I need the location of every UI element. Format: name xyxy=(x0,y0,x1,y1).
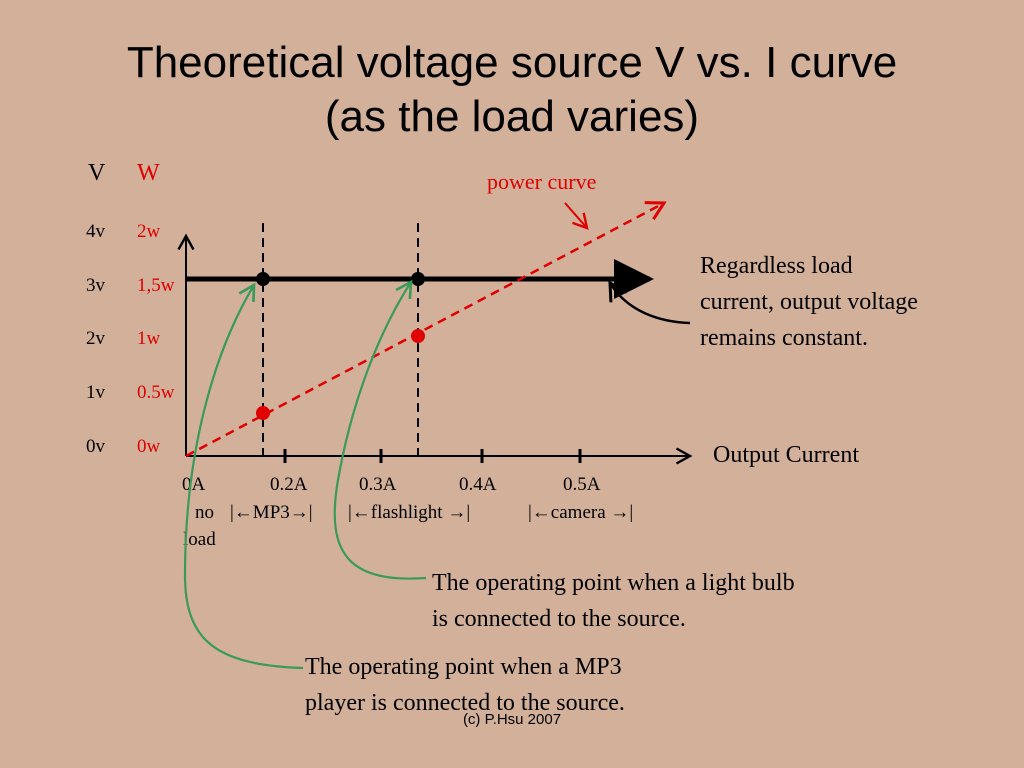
v-label-1: 1v xyxy=(86,382,106,403)
bulb-note-line-1: The operating point when a light bulb xyxy=(432,570,795,596)
v-axis-header: V xyxy=(88,160,106,186)
w-label-3: 1,5w xyxy=(137,275,175,296)
range-mp3: |←MP3→| xyxy=(230,502,313,523)
x-label-1: 0.2A xyxy=(270,474,308,495)
w-label-1: 0.5w xyxy=(137,382,175,403)
w-label-4: 2w xyxy=(137,221,161,242)
mp3-note-line-2: player is connected to the source. xyxy=(305,690,625,716)
voltage-note-line-2: current, output voltage xyxy=(700,289,918,315)
slide-title: Theoretical voltage source V vs. I curve… xyxy=(0,36,1024,144)
w-label-2: 1w xyxy=(137,328,161,349)
mp3-note-pointer xyxy=(183,282,304,670)
v-label-4: 4v xyxy=(86,221,106,242)
title-line-2: (as the load varies) xyxy=(324,92,700,141)
x-label-2: 0.3A xyxy=(359,474,397,495)
voltage-note-line-1: Regardless load xyxy=(700,253,853,279)
power-curve-label: power curve xyxy=(487,169,596,194)
x-label-0: 0A xyxy=(182,474,206,495)
mp3-power-point xyxy=(256,406,270,420)
w-label-0: 0w xyxy=(137,436,161,457)
bulb-power-point xyxy=(411,329,425,343)
bulb-note-line-2: is connected to the source. xyxy=(432,606,686,632)
voltage-note: Regardless load current, output voltage … xyxy=(700,253,924,351)
mp3-voltage-point xyxy=(256,272,270,286)
v-label-2: 2v xyxy=(86,328,106,349)
bulb-note: The operating point when a light bulb is… xyxy=(432,570,801,632)
w-axis-header: W xyxy=(137,160,160,186)
power-curve xyxy=(185,201,667,458)
mp3-note-line-1: The operating point when a MP3 xyxy=(305,654,622,680)
copyright-footer: (c) P.Hsu 2007 xyxy=(463,711,561,728)
mp3-note: The operating point when a MP3 player is… xyxy=(305,654,628,716)
bulb-note-pointer xyxy=(333,279,427,580)
range-no-load-1: no xyxy=(195,502,214,523)
power-curve-pointer xyxy=(564,202,589,230)
range-no-load-2: load xyxy=(183,529,216,550)
v-label-0: 0v xyxy=(86,436,106,457)
voltage-note-line-3: remains constant. xyxy=(700,325,868,351)
range-flashlight: |←flashlight →| xyxy=(348,502,470,523)
bulb-voltage-point xyxy=(411,272,425,286)
x-label-4: 0.5A xyxy=(563,474,601,495)
x-label-3: 0.4A xyxy=(459,474,497,495)
v-label-3: 3v xyxy=(86,275,106,296)
voltage-note-pointer xyxy=(608,280,691,325)
title-line-1: Theoretical voltage source V vs. I curve xyxy=(126,38,898,87)
range-camera: |←camera →| xyxy=(528,502,633,523)
x-axis-title: Output Current xyxy=(713,442,859,468)
